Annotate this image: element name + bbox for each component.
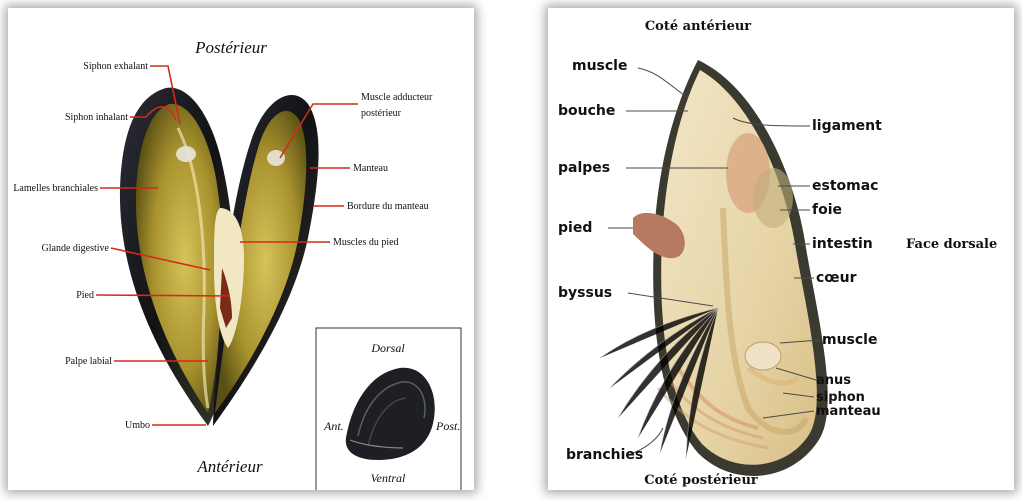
label-intestin: intestin: [812, 236, 873, 252]
label-glande-digestive: Glande digestive: [42, 243, 110, 254]
label-lamelles-branchiales: Lamelles branchiales: [13, 183, 98, 194]
inset-dorsal: Dorsal: [370, 341, 405, 355]
label-palpes: palpes: [558, 160, 610, 176]
label-siphon: siphon: [816, 390, 865, 405]
label-manteau: Manteau: [353, 163, 388, 174]
mussel-anatomy-diagram-panel: Coté antérieur Coté postérieur muscle bo…: [548, 8, 1014, 490]
orientation-inset: Dorsal Ventral Ant. Post.: [316, 328, 461, 490]
label-face-dorsale: Face dorsale: [906, 237, 997, 252]
label-muscle-anterior: muscle: [572, 58, 627, 74]
label-bouche: bouche: [558, 103, 615, 119]
label-muscle-posterior: muscle: [822, 332, 877, 348]
title-cote-posterieur: Coté postérieur: [644, 473, 758, 488]
label-ligament: ligament: [812, 118, 882, 134]
inset-post: Post.: [435, 419, 460, 433]
label-pied: pied: [558, 220, 592, 236]
label-estomac: estomac: [812, 178, 878, 194]
title-cote-anterieur: Coté antérieur: [645, 19, 751, 34]
mussel-open-diagram-panel: Postérieur Antérieur Siphon exhalant Sip…: [8, 8, 474, 490]
label-foie: foie: [812, 202, 842, 218]
label-muscles-du-pied: Muscles du pied: [333, 237, 399, 248]
label-palpe-labial: Palpe labial: [65, 356, 112, 367]
label-coeur: cœur: [816, 270, 857, 286]
inset-ventral: Ventral: [371, 471, 406, 485]
label-siphon-inhalant: Siphon inhalant: [65, 112, 128, 123]
label-muscle-adducteur-line2: postérieur: [361, 108, 402, 119]
label-umbo: Umbo: [125, 420, 150, 431]
label-anus: anus: [816, 373, 851, 388]
label-bordure-du-manteau: Bordure du manteau: [347, 201, 429, 212]
label-manteau: manteau: [816, 404, 881, 419]
label-siphon-exhalant: Siphon exhalant: [83, 61, 148, 72]
inset-ant: Ant.: [323, 419, 344, 433]
label-byssus: byssus: [558, 285, 612, 301]
mussel-open-diagram: Postérieur Antérieur Siphon exhalant Sip…: [8, 8, 474, 490]
title-anterieur: Antérieur: [196, 457, 263, 476]
title-posterieur: Postérieur: [194, 38, 267, 57]
label-muscle-adducteur-line1: Muscle adducteur: [361, 92, 433, 103]
label-branchies: branchies: [566, 447, 643, 463]
mussel-anatomy-diagram: Coté antérieur Coté postérieur muscle bo…: [548, 8, 1014, 490]
label-pied: Pied: [76, 290, 94, 301]
